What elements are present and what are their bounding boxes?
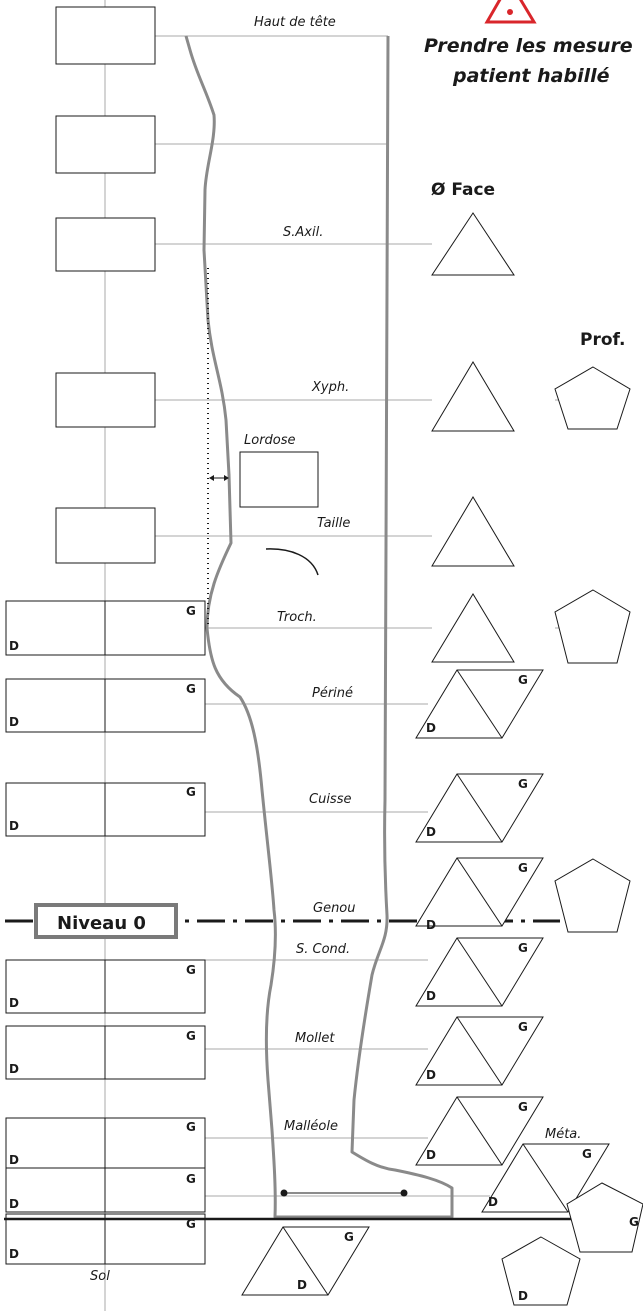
svg-text:D: D	[426, 721, 436, 735]
parallelogram-shapes	[241, 669, 610, 1296]
svg-text:D: D	[426, 1068, 436, 1082]
label-g: G	[186, 1172, 196, 1186]
label-malleole: Malléole	[284, 1119, 338, 1134]
parallelogram-cuisse[interactable]	[415, 773, 544, 843]
side-labels: D G D G D G D G D G D G D G D G	[9, 604, 196, 1261]
body-silhouette	[184, 35, 454, 1219]
parallelogram-meta[interactable]	[481, 1143, 610, 1213]
label-d: D	[9, 996, 19, 1010]
label-g: G	[629, 1215, 639, 1229]
level-labels: Haut de tête S.Axil. Xyph. Lordose Taill…	[90, 15, 581, 1284]
label-haut-tete: Haut de tête	[254, 15, 336, 30]
triangle-troch[interactable]	[431, 593, 515, 663]
svg-text:G: G	[518, 861, 528, 875]
profile-pentagons	[501, 366, 643, 1306]
face-triangles	[431, 212, 515, 663]
svg-text:D: D	[426, 918, 436, 932]
triangle-xyph[interactable]	[431, 361, 515, 432]
label-d: D	[9, 639, 19, 653]
parallelogram-perine[interactable]	[415, 669, 544, 739]
label-d: D	[518, 1289, 528, 1303]
label-lordose: Lordose	[244, 433, 296, 448]
svg-text:G: G	[518, 1020, 528, 1034]
warning-triangle-icon	[484, 0, 537, 24]
label-g: G	[186, 1029, 196, 1043]
pentagon-meta[interactable]	[566, 1182, 643, 1253]
svg-text:D: D	[488, 1195, 498, 1209]
parallelogram-sol[interactable]	[241, 1226, 370, 1296]
box-haut-tete[interactable]	[55, 6, 156, 65]
niveau-0-label: Niveau 0	[57, 913, 146, 934]
label-perine: Périné	[312, 686, 353, 701]
header-face: Ø Face	[431, 180, 495, 200]
warning-line-1: Prendre les mesure	[424, 35, 633, 57]
label-d: D	[9, 1197, 19, 1211]
svg-text:G: G	[518, 1100, 528, 1114]
label-mollet: Mollet	[295, 1031, 335, 1046]
pentagon-sol[interactable]	[501, 1236, 581, 1306]
silhouette-outline	[184, 35, 454, 1219]
svg-text:D: D	[426, 1148, 436, 1162]
triangle-saxil[interactable]	[431, 212, 515, 276]
foot-point-toe	[400, 1189, 408, 1197]
label-genou: Genou	[313, 901, 356, 916]
label-g: G	[186, 604, 196, 618]
svg-text:D: D	[426, 989, 436, 1003]
box-lordose[interactable]	[239, 451, 319, 508]
label-meta: Méta.	[545, 1127, 581, 1142]
svg-text:D: D	[297, 1278, 307, 1292]
niveau-0-box[interactable]	[34, 903, 178, 939]
svg-text:G: G	[582, 1147, 592, 1161]
label-g: G	[186, 1217, 196, 1231]
label-cuisse: Cuisse	[309, 792, 351, 807]
box-taille[interactable]	[55, 507, 156, 564]
svg-text:G: G	[518, 673, 528, 687]
warning-line-2: patient habillé	[452, 65, 610, 87]
upper-boxes	[55, 6, 319, 564]
double-arrow-icon	[209, 475, 229, 481]
label-g: G	[186, 963, 196, 977]
label-scond: S. Cond.	[296, 942, 350, 957]
svg-text:D: D	[426, 825, 436, 839]
parallelogram-scond[interactable]	[415, 937, 544, 1007]
label-g: G	[186, 682, 196, 696]
pentagon-xyph[interactable]	[554, 366, 631, 430]
header-prof: Prof.	[580, 330, 625, 350]
label-g: G	[186, 1120, 196, 1134]
parallelogram-mollet[interactable]	[415, 1016, 544, 1086]
foot-point-heel	[280, 1189, 288, 1197]
box-xyph[interactable]	[55, 372, 156, 428]
label-sol: Sol	[90, 1269, 110, 1284]
svg-text:G: G	[518, 941, 528, 955]
pentagon-troch[interactable]	[554, 589, 631, 664]
pentagon-genou[interactable]	[554, 858, 631, 933]
label-taille: Taille	[317, 516, 350, 531]
label-d: D	[9, 1062, 19, 1076]
label-saxil: S.Axil.	[283, 225, 323, 240]
svg-text:G: G	[344, 1230, 354, 1244]
parallelogram-labels: D G D G D G D G D G D G D G D G	[297, 673, 592, 1292]
label-g: G	[186, 785, 196, 799]
label-d: D	[9, 1153, 19, 1167]
parallelogram-genou[interactable]	[415, 857, 544, 927]
box-2[interactable]	[55, 115, 156, 174]
curvature-arc	[265, 548, 319, 576]
parallelogram-malleole[interactable]	[415, 1096, 544, 1166]
split-boxes	[5, 600, 206, 1265]
label-d: D	[9, 1247, 19, 1261]
label-d: D	[9, 819, 19, 833]
svg-text:G: G	[518, 777, 528, 791]
triangle-taille[interactable]	[431, 496, 515, 567]
label-troch: Troch.	[277, 610, 317, 625]
label-d: D	[9, 715, 19, 729]
label-xyph: Xyph.	[311, 380, 349, 395]
box-saxil[interactable]	[55, 217, 156, 272]
